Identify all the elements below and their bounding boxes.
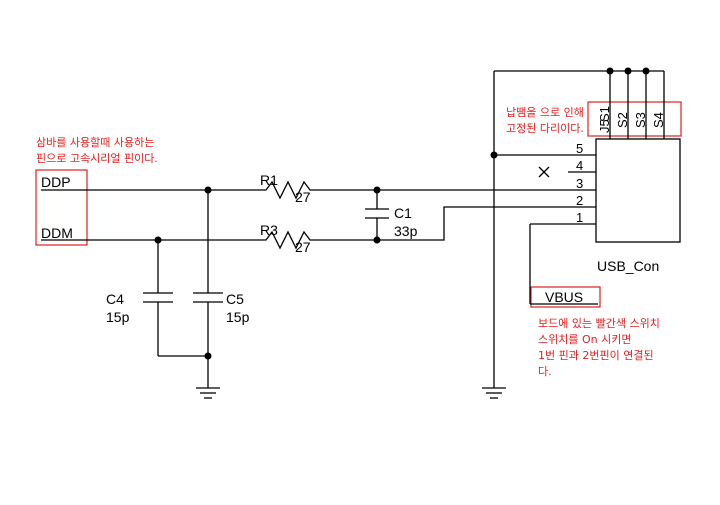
c5-value: 15p [226,309,250,325]
vbus-annotation-line-4: 다. [538,365,552,378]
ddp-net-wire [41,180,568,200]
no-connect-marker [538,166,550,178]
net-label-ddp: DDP [41,174,71,190]
usb-ref-label: J5 [597,119,612,133]
usb-pin-4: 4 [576,158,583,173]
r3-ref: R3 [260,222,278,238]
vbus-annotation-line-3: 1번 핀과 2번핀이 연결된 [538,349,654,362]
usb-pin-numbers: 5 4 3 2 1 [576,141,583,225]
resistor-r3-symbol [262,230,314,250]
usb-pin-5: 5 [576,141,583,156]
usb-pin-1: 1 [576,210,583,225]
solder-annotation-line-1: 납땜을 으로 인해 [506,105,584,119]
vbus-annotation: 보드에 있는 빨간색 스위치 스위치를 On 시키면 1번 핀과 2번핀이 연결… [530,286,660,378]
shield-pin-s2: S2 [615,112,630,128]
resistor-r1-symbol [262,180,314,200]
vbus-annotation-line-2: 스위치를 On 시키면 [538,333,631,346]
shield-pin-s4: S4 [651,112,666,128]
c4-value: 15p [106,309,130,325]
junction-dots [154,67,650,360]
r3-value: 27 [295,239,311,255]
vbus-wire [529,224,598,305]
shield-pin-labels: J5 S1 S2 S3 S4 [597,106,666,133]
usb-ground-wire [482,71,506,399]
shield-pin-s1: S1 [597,106,612,122]
vbus-annotation-line-1: 보드에 있는 빨간색 스위치 [538,317,660,330]
r1-value: 27 [295,189,311,205]
ddp-ddm-highlight-box [35,169,88,246]
left-annotation-line-1: 삼바를 사용할때 사용하는 [36,135,154,149]
capacitor-c5 [158,190,223,388]
shield-pin-s3: S3 [633,112,648,128]
ground-symbol-left [196,387,220,399]
shield-pins-wire [494,70,665,139]
left-annotation: 삼바를 사용할때 사용하는 핀으로 고속시리얼 핀이다. [35,135,158,246]
c4-ref: C4 [106,291,124,307]
r1-ref: R1 [260,172,278,188]
net-label-vbus: VBUS [545,289,583,305]
shield-pins-highlight-box [587,101,682,137]
c5-ref: C5 [226,291,244,307]
c1-value: 33p [394,223,418,239]
solder-annotation-line-2: 고정된 다리이다. [506,122,584,135]
usb-connector-body [595,138,681,243]
c1-ref: C1 [394,205,412,221]
capacitor-c4 [143,240,173,356]
capacitor-c1 [365,190,389,240]
net-label-ddm: DDM [41,225,73,241]
usb-pin-2: 2 [576,193,583,208]
usb-connector-name: USB_Con [597,258,659,274]
left-annotation-line-2: 핀으로 고속시리얼 핀이다. [36,151,158,165]
solder-annotation: 납땜을 으로 인해 고정된 다리이다. [506,101,682,137]
vbus-highlight-box [530,286,601,308]
usb-pin-wires [494,154,596,225]
usb-pin-3: 3 [576,176,583,191]
